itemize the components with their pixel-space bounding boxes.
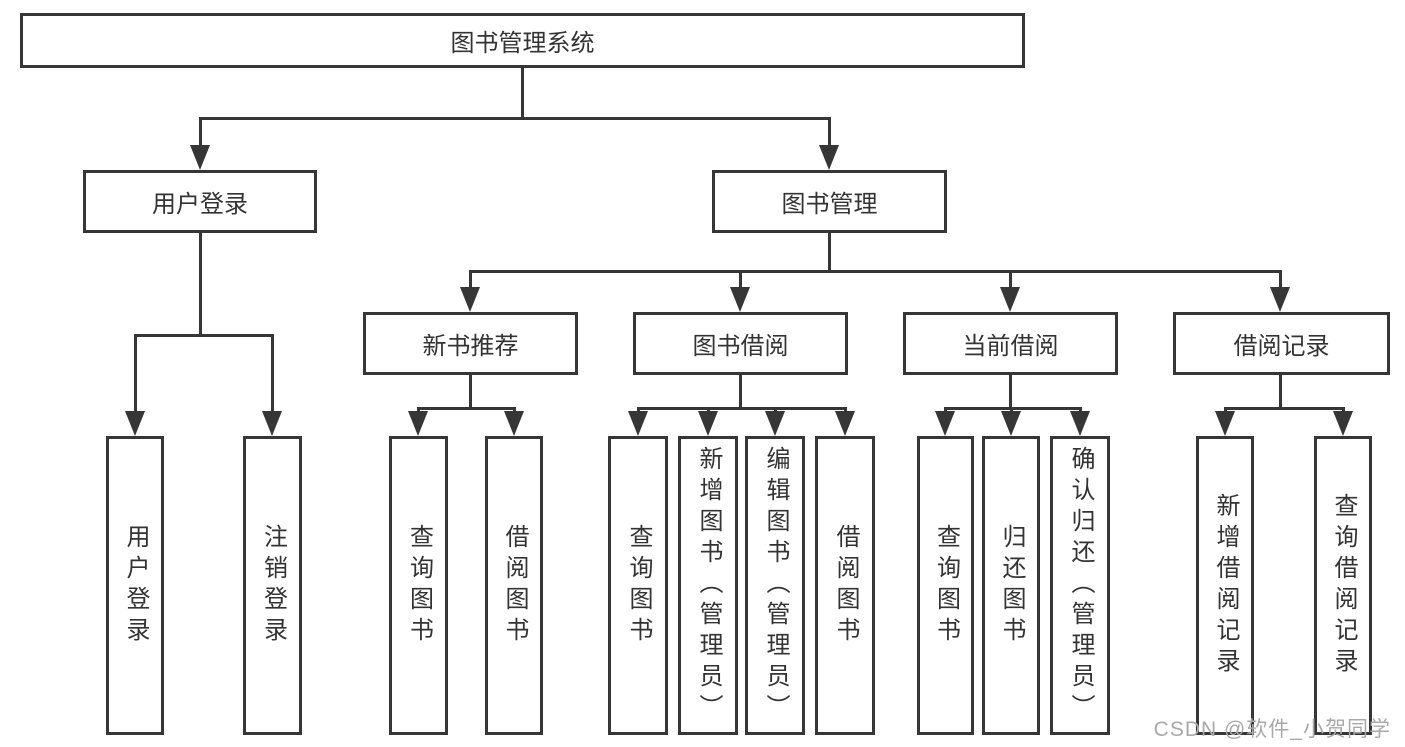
connector-line bbox=[199, 117, 202, 147]
connector-line bbox=[1009, 270, 1012, 290]
node-book-management: 图书管理 bbox=[712, 170, 947, 233]
node-user-login-leaf-label: 用户登录 bbox=[122, 523, 149, 648]
connector-line bbox=[828, 117, 831, 147]
connector-line bbox=[134, 334, 137, 413]
node-return-books: 归还图书 bbox=[982, 436, 1040, 735]
node-query-books-borrowing: 查询图书 bbox=[608, 436, 668, 735]
connector-line bbox=[739, 375, 742, 410]
node-add-borrow-record-label: 新增借阅记录 bbox=[1212, 492, 1239, 679]
arrow-down-icon bbox=[262, 411, 282, 436]
node-logout: 注销登录 bbox=[243, 436, 302, 735]
node-current-borrowing: 当前借阅 bbox=[903, 312, 1118, 375]
connector-line bbox=[469, 270, 472, 290]
arrow-down-icon bbox=[460, 287, 480, 312]
arrow-down-icon bbox=[835, 411, 855, 436]
node-return-books-label: 归还图书 bbox=[998, 523, 1025, 648]
arrow-down-icon bbox=[730, 287, 750, 312]
node-book-borrowing: 图书借阅 bbox=[633, 312, 848, 375]
node-logout-label: 注销登录 bbox=[259, 523, 287, 648]
arrow-down-icon bbox=[1270, 287, 1290, 312]
node-current-borrowing-label: 当前借阅 bbox=[962, 333, 1059, 360]
arrow-down-icon bbox=[935, 411, 955, 436]
arrow-down-icon bbox=[190, 145, 210, 170]
arrow-down-icon bbox=[1000, 287, 1020, 312]
node-borrow-books-recommend: 借阅图书 bbox=[485, 436, 543, 735]
connector-line bbox=[469, 270, 1281, 273]
arrow-down-icon bbox=[628, 411, 648, 436]
node-add-borrow-record: 新增借阅记录 bbox=[1196, 436, 1254, 735]
node-confirm-return-admin-label: 确认归还（管理员） bbox=[1067, 446, 1094, 725]
node-user-login-leaf: 用户登录 bbox=[106, 436, 164, 735]
node-query-books-recommend-label: 查询图书 bbox=[405, 523, 433, 648]
connector-line bbox=[944, 407, 1082, 410]
connector-line bbox=[134, 334, 274, 337]
node-new-book-recommend: 新书推荐 bbox=[363, 312, 578, 375]
node-edit-books-admin: 编辑图书（管理员） bbox=[745, 436, 805, 735]
connector-line bbox=[637, 407, 847, 410]
node-query-borrow-record: 查询借阅记录 bbox=[1314, 436, 1372, 735]
node-borrowing-records: 借阅记录 bbox=[1173, 312, 1390, 375]
node-library-system: 图书管理系统 bbox=[20, 13, 1025, 68]
node-borrow-books-borrowing-label: 借阅图书 bbox=[832, 523, 859, 648]
node-query-books-borrowing-label: 查询图书 bbox=[625, 523, 652, 648]
connector-line bbox=[199, 117, 830, 120]
csdn-watermark: CSDN @软件_小贺同学 bbox=[1153, 718, 1391, 741]
connector-line bbox=[1279, 270, 1282, 290]
connector-line bbox=[828, 233, 831, 273]
arrow-down-icon bbox=[504, 411, 524, 436]
node-user-login: 用户登录 bbox=[83, 170, 317, 233]
arrow-down-icon bbox=[1070, 411, 1090, 436]
arrow-down-icon bbox=[408, 411, 428, 436]
arrow-down-icon bbox=[698, 411, 718, 436]
node-new-book-recommend-label: 新书推荐 bbox=[422, 333, 519, 360]
arrow-down-icon bbox=[1215, 411, 1235, 436]
node-add-books-admin: 新增图书（管理员） bbox=[678, 436, 738, 735]
connector-line bbox=[1279, 375, 1282, 410]
node-library-system-label: 图书管理系统 bbox=[450, 30, 595, 57]
connector-line bbox=[1009, 375, 1012, 410]
node-query-books-current-label: 查询图书 bbox=[932, 523, 960, 648]
node-query-books-recommend: 查询图书 bbox=[389, 436, 448, 735]
node-borrowing-records-label: 借阅记录 bbox=[1233, 333, 1330, 360]
connector-line bbox=[469, 375, 472, 410]
node-borrow-books-recommend-label: 借阅图书 bbox=[501, 523, 528, 648]
connector-line bbox=[521, 68, 524, 120]
node-user-login-label: 用户登录 bbox=[152, 191, 248, 218]
arrow-down-icon bbox=[1333, 411, 1353, 436]
node-query-books-current: 查询图书 bbox=[917, 436, 974, 735]
connector-line bbox=[1224, 407, 1345, 410]
arrow-down-icon bbox=[819, 145, 839, 170]
arrow-down-icon bbox=[125, 411, 145, 436]
connector-line bbox=[739, 270, 742, 290]
node-borrow-books-borrowing: 借阅图书 bbox=[815, 436, 875, 735]
connector-line bbox=[199, 233, 202, 337]
arrow-down-icon bbox=[765, 411, 785, 436]
node-book-borrowing-label: 图书借阅 bbox=[692, 333, 789, 360]
node-book-management-label: 图书管理 bbox=[781, 191, 878, 218]
node-confirm-return-admin: 确认归还（管理员） bbox=[1050, 436, 1110, 735]
connector-line bbox=[417, 407, 516, 410]
node-add-books-admin-label: 新增图书（管理员） bbox=[695, 446, 722, 725]
node-edit-books-admin-label: 编辑图书（管理员） bbox=[762, 446, 789, 725]
arrow-down-icon bbox=[1001, 411, 1021, 436]
connector-line bbox=[271, 334, 274, 413]
node-query-borrow-record-label: 查询借阅记录 bbox=[1330, 492, 1357, 679]
